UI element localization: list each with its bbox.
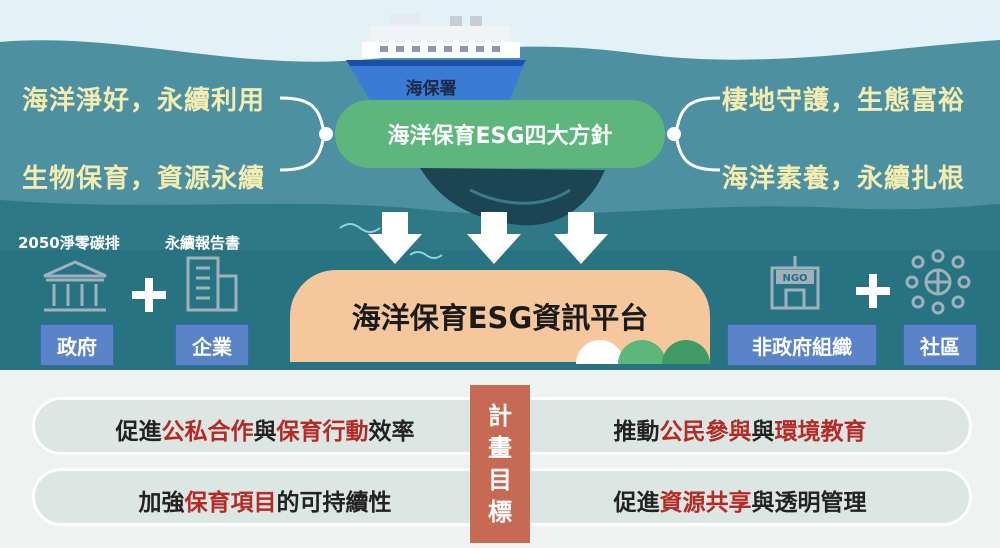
principle-left-top: 海洋淨好，永續利用 [22,86,266,116]
tag-government: 政府 [40,324,114,366]
goal-3: 加強保育項目的可持續性 [138,490,392,516]
down-arrows [368,212,608,264]
goal-4: 促進資源共享與透明管理 [613,490,867,516]
goals-title-char: 畫 [488,434,512,462]
down-arrow-icon [467,212,521,264]
tag-ngo: 非政府組織 [727,324,877,366]
goals-title-char: 目 [488,466,512,494]
community-network-icon [905,249,971,315]
goals-title: 計 畫 目 標 [470,385,530,543]
government-building-icon [43,260,107,312]
ngo-building-icon: NGO [770,256,820,310]
ship-icon [346,14,526,103]
principle-right-top: 棲地守護，生態富裕 [722,86,966,116]
principle-right-bottom: 海洋素養，永續扎根 [722,164,966,194]
tag-community: 社區 [903,324,977,366]
goal-2: 推動公民參與與環境教育 [613,419,867,445]
right-bracket [667,96,720,172]
goals-title-char: 標 [488,498,512,526]
down-arrow-icon [368,212,422,264]
plus-icon [856,274,890,308]
left-bracket [280,96,333,172]
ship-label: 海保署 [405,79,457,99]
tag-enterprise: 企業 [175,324,249,366]
principle-left-bottom: 生物保育，資源永續 [22,164,266,194]
office-building-icon [186,256,238,312]
ngo-sign: NGO [782,273,807,284]
label-sustainability-report: 永續報告書 [165,234,241,252]
policy-pill: 海洋保育ESG四大方針 [335,100,665,168]
underwater-rock [420,168,605,226]
goals-title-char: 計 [488,402,512,430]
plus-icon [132,278,166,312]
platform-hills [576,340,710,364]
label-net-zero: 2050淨零碳排 [18,234,120,252]
goal-1: 促進公私合作與保育行動效率 [115,419,415,445]
down-arrow-icon [554,212,608,264]
